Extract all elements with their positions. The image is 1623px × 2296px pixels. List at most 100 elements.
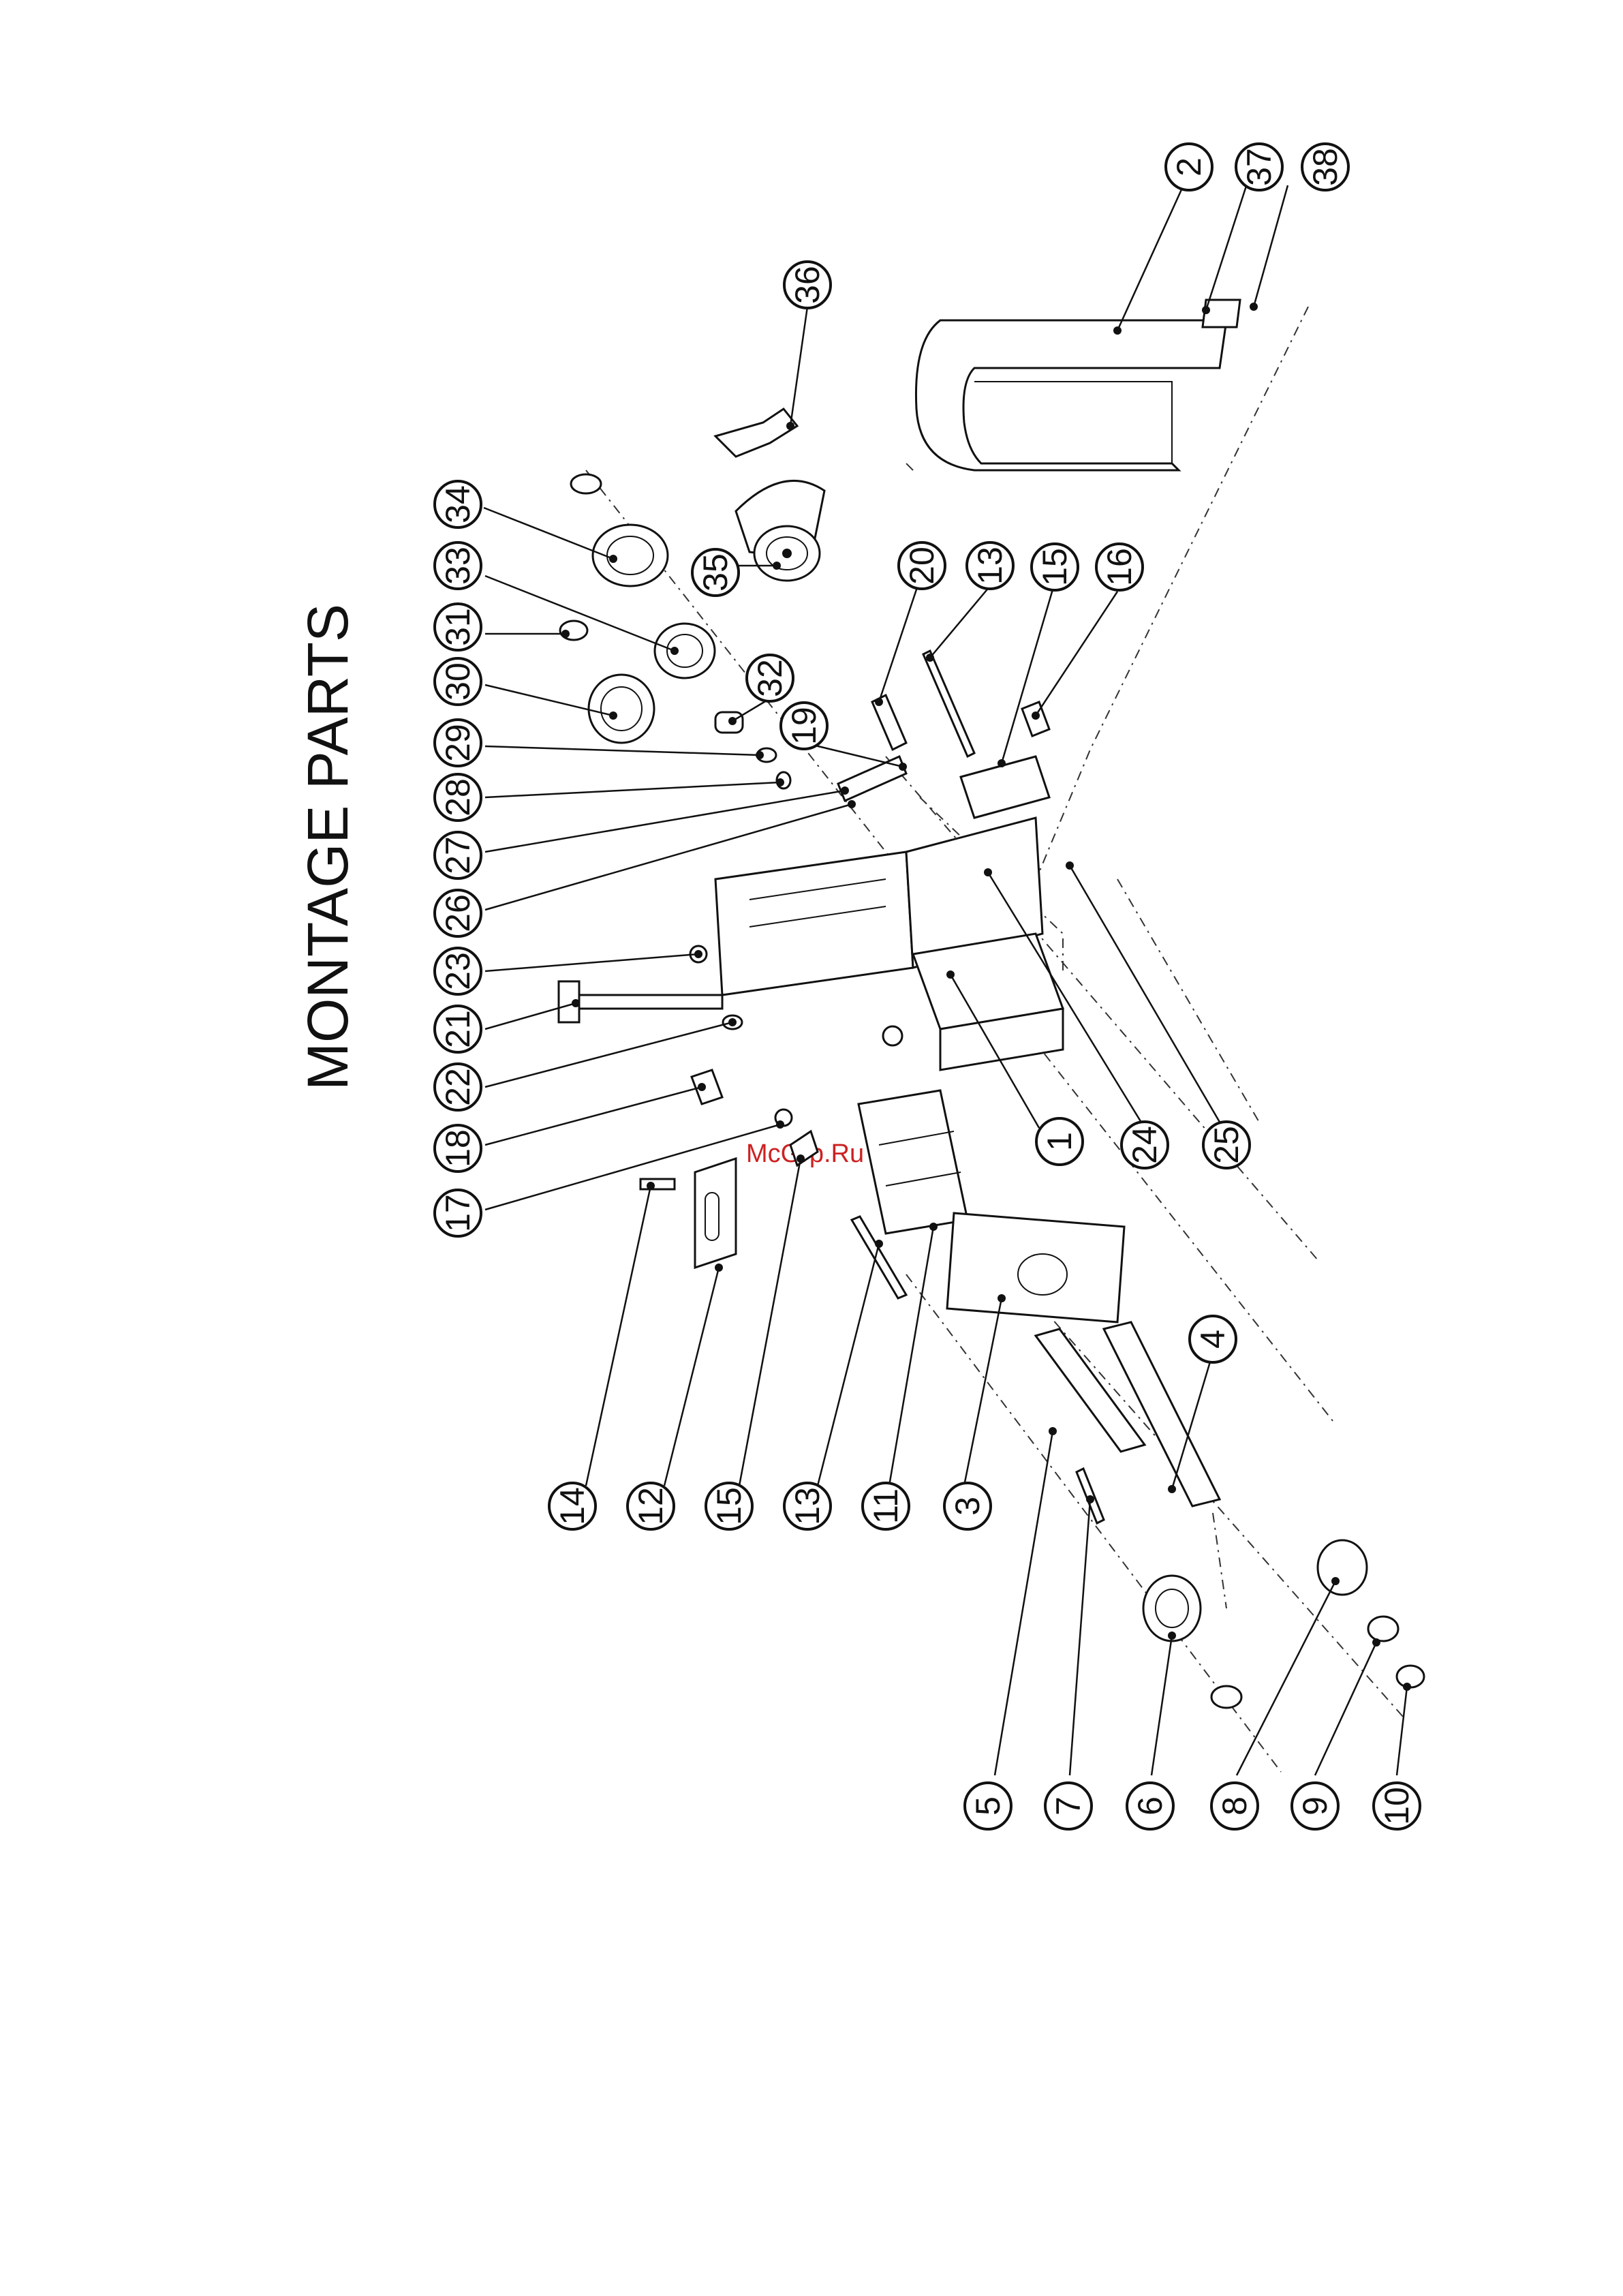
shaft-21 (572, 995, 722, 1009)
callout-14: 14 (549, 1483, 596, 1529)
callout-number: 5 (969, 1796, 1007, 1816)
callout-27: 27 (435, 832, 481, 878)
snap-ring (571, 474, 601, 493)
callout-31: 31 (435, 604, 481, 650)
nut-10 (1397, 1666, 1424, 1687)
callout-30: 30 (435, 658, 481, 705)
callout-number: 31 (439, 608, 477, 646)
callout-number: 21 (439, 1010, 477, 1048)
bushing-8 (1318, 1540, 1367, 1595)
gear-30 (589, 675, 654, 743)
callout-12: 12 (628, 1483, 674, 1529)
callout-6: 6 (1127, 1783, 1173, 1829)
plate-3 (947, 1213, 1124, 1322)
bracket-12 (695, 1159, 736, 1268)
callout-number: 29 (439, 724, 477, 762)
callout-number: 1 (1040, 1132, 1079, 1151)
callout-number: 14 (553, 1487, 591, 1525)
callout-number: 25 (1207, 1126, 1246, 1164)
callout-number: 37 (1240, 148, 1278, 186)
callout-37: 37 (1236, 144, 1282, 190)
callout-29: 29 (435, 720, 481, 766)
callout-25: 25 (1203, 1122, 1250, 1168)
callout-number: 15 (1036, 548, 1074, 586)
callout-13-lower: 13 (784, 1483, 831, 1529)
callout-19: 19 (781, 703, 827, 749)
shaft-19 (838, 756, 906, 801)
callout-23: 23 (435, 948, 481, 994)
callout-33: 33 (435, 542, 481, 589)
callout-24: 24 (1122, 1122, 1168, 1168)
callout-21: 21 (435, 1006, 481, 1052)
pin-13-upper (923, 651, 974, 756)
roller-6 (1143, 1576, 1201, 1641)
lever (715, 409, 797, 457)
callout-5: 5 (965, 1783, 1011, 1829)
u-frame (916, 320, 1226, 470)
callout-number: 36 (788, 266, 826, 304)
callout-number: 10 (1378, 1787, 1416, 1825)
callout-28: 28 (435, 774, 481, 821)
axis-line (906, 463, 913, 470)
nut-9 (1368, 1617, 1398, 1641)
gear-33 (655, 624, 715, 678)
parts-drawing (559, 300, 1424, 1772)
callout-number: 2 (1170, 157, 1208, 177)
callout-number: 24 (1126, 1126, 1164, 1164)
callout-38: 38 (1302, 144, 1348, 190)
callout-number: 38 (1306, 148, 1344, 186)
callout-2: 2 (1166, 144, 1212, 190)
slide-block-11 (859, 1090, 968, 1234)
callout-number: 8 (1216, 1796, 1254, 1816)
callout-number: 4 (1194, 1330, 1232, 1349)
callout-number: 13 (788, 1487, 826, 1525)
block-15 (961, 756, 1049, 818)
callout-number: 3 (948, 1497, 987, 1516)
callout-number: 35 (696, 553, 735, 592)
callout-number: 23 (439, 952, 477, 990)
callout-number: 11 (867, 1488, 905, 1524)
axis-line (1213, 1513, 1226, 1608)
callout-34: 34 (435, 481, 481, 527)
callout-4: 4 (1190, 1316, 1236, 1362)
callout-number: 19 (785, 707, 823, 745)
callout-number: 9 (1296, 1796, 1334, 1816)
callout-8: 8 (1211, 1783, 1258, 1829)
axis-line (1022, 307, 1308, 913)
callout-16: 16 (1096, 544, 1143, 590)
callout-18: 18 (435, 1125, 481, 1172)
callout-36: 36 (784, 262, 831, 308)
callout-32: 32 (747, 655, 793, 701)
callout-number: 22 (439, 1068, 477, 1106)
screw-14 (640, 1179, 675, 1189)
cap-6 (1211, 1686, 1241, 1708)
callout-26: 26 (435, 890, 481, 936)
screw-18 (692, 1070, 722, 1104)
callout-number: 16 (1100, 548, 1139, 586)
callout-number: 33 (439, 547, 477, 585)
callout-number: 17 (439, 1194, 477, 1232)
callout-35: 35 (692, 549, 739, 596)
callout-17: 17 (435, 1190, 481, 1236)
callout-9: 9 (1292, 1783, 1338, 1829)
callout-number: 30 (439, 662, 477, 701)
callout-number: 6 (1131, 1796, 1169, 1816)
callout-number: 27 (439, 836, 477, 874)
callout-number: 34 (439, 485, 477, 523)
callout-number: 18 (439, 1129, 477, 1167)
callout-number: 7 (1049, 1796, 1087, 1816)
callout-20: 20 (899, 542, 945, 589)
callout-number: 20 (903, 547, 941, 585)
callout-number: 26 (439, 894, 477, 932)
callout-1: 1 (1036, 1118, 1083, 1165)
callout-15-upper: 15 (1032, 544, 1078, 590)
page-title: MONTAGE PARTS (296, 604, 360, 1090)
main-body (715, 852, 913, 995)
axis-line (1117, 879, 1261, 1124)
callout-10: 10 (1374, 1783, 1420, 1829)
callout-13-upper: 13 (967, 542, 1013, 589)
callout-7: 7 (1045, 1783, 1092, 1829)
callout-11: 11 (863, 1483, 909, 1529)
callout-number: 13 (971, 547, 1009, 585)
